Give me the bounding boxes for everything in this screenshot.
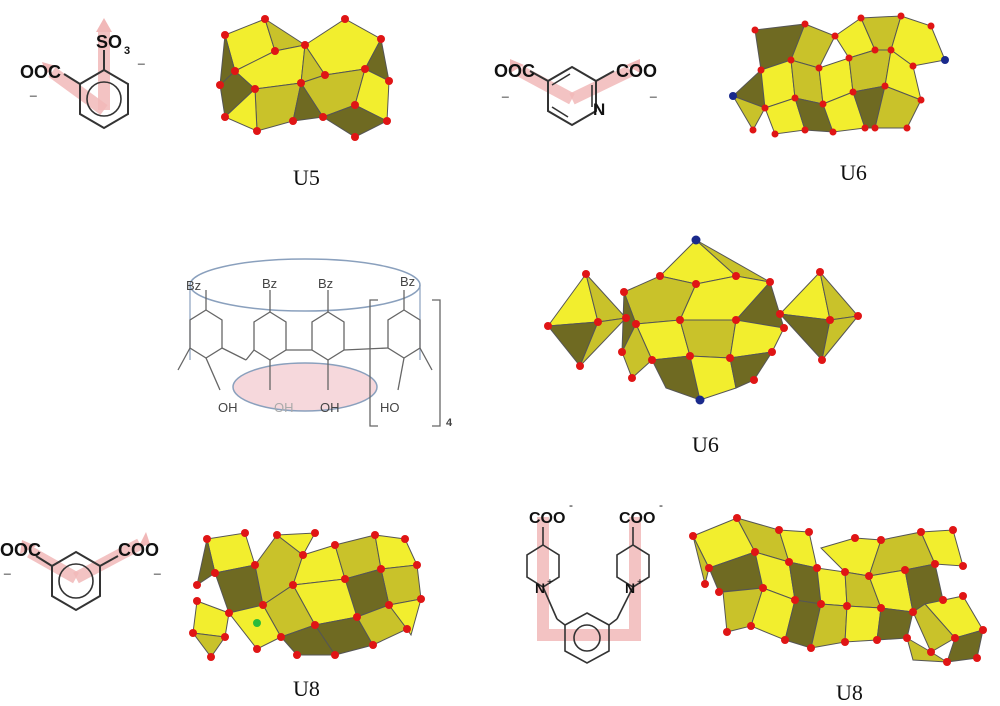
svg-text:Bz: Bz <box>262 276 277 291</box>
cluster-u5 <box>216 15 393 141</box>
ligand-bispyridinium: COO - COO - N + N + <box>526 498 663 664</box>
svg-text:_: _ <box>649 84 657 98</box>
carboxylate-label: OOC <box>20 62 61 82</box>
svg-text:OOC: OOC <box>0 540 41 560</box>
ligand-sulfobenzoate: SO 3 _ OOC _ <box>20 18 145 130</box>
ligand-pyridinedicarboxylate: OOC _ COO _ N <box>494 59 657 127</box>
svg-text:COO: COO <box>118 540 159 560</box>
svg-text:4: 4 <box>446 417 453 429</box>
svg-text:_: _ <box>501 84 509 98</box>
svg-text:Bz: Bz <box>186 278 201 293</box>
panel-label-u5: U5 <box>293 165 320 190</box>
svg-text:+: + <box>547 577 553 588</box>
svg-text:_: _ <box>137 51 145 65</box>
svg-text:_: _ <box>153 561 161 575</box>
svg-text:COO: COO <box>616 61 657 81</box>
svg-text:Bz: Bz <box>400 274 415 289</box>
sulfo-label: SO <box>96 32 122 52</box>
svg-text:N: N <box>535 580 545 596</box>
svg-text:OH: OH <box>274 400 294 415</box>
panel-label-u8-left: U8 <box>293 676 320 701</box>
svg-text:COO: COO <box>529 510 565 527</box>
svg-text:_: _ <box>3 561 11 575</box>
svg-text:N: N <box>593 100 605 119</box>
svg-text:-: - <box>659 498 663 512</box>
svg-text:-: - <box>569 498 573 512</box>
cluster-u8-right <box>689 514 987 666</box>
svg-text:OOC: OOC <box>494 61 535 81</box>
ligand-calixarene: Bz Bz Bz Bz OH OH OH HO 4 <box>177 258 453 429</box>
svg-text:HO: HO <box>380 400 400 415</box>
cluster-u6-top <box>729 12 949 138</box>
svg-text:COO: COO <box>619 510 655 527</box>
cluster-u8-left <box>189 529 425 661</box>
svg-text:3: 3 <box>124 45 130 57</box>
panel-label-u6-top: U6 <box>840 160 867 185</box>
panel-label-u6-middle: U6 <box>692 432 719 457</box>
ligand-isophthalate: OOC _ COO _ <box>0 532 161 612</box>
svg-text:N: N <box>625 580 635 596</box>
cluster-u6-middle <box>544 235 862 405</box>
svg-text:+: + <box>637 577 643 588</box>
panel-label-u8-right: U8 <box>836 680 863 705</box>
svg-text:Bz: Bz <box>318 276 333 291</box>
svg-text:OH: OH <box>218 400 238 415</box>
svg-text:_: _ <box>29 83 37 97</box>
svg-text:OH: OH <box>320 400 340 415</box>
